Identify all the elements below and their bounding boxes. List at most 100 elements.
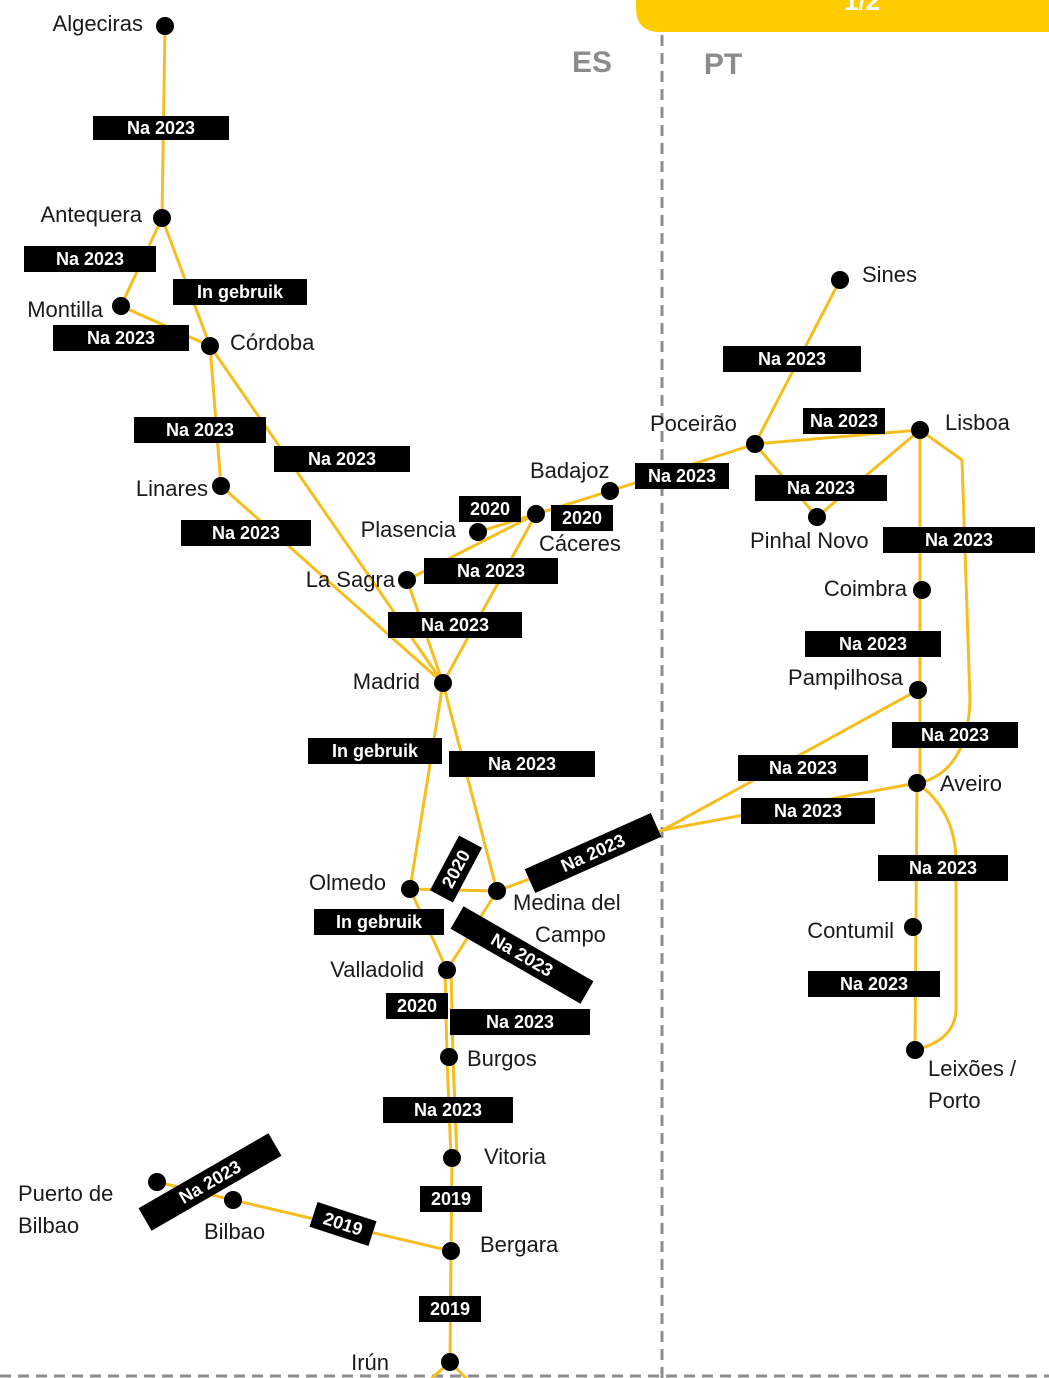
route-status-label-bg [134, 417, 266, 443]
station-pampilhosa: Pampilhosa [788, 665, 927, 699]
station-label: Córdoba [230, 330, 315, 355]
route-pinhalnovo-lisboa [815, 428, 922, 519]
route-status-label-text: Na 2023 [787, 478, 855, 498]
route-status-label: Na 2023 [450, 1009, 590, 1035]
station-label: Poceirão [650, 411, 737, 436]
station-label: Madrid [353, 669, 420, 694]
station-label: Irún [351, 1350, 389, 1375]
station-dot [438, 961, 456, 979]
route-status-label-bg [419, 1296, 481, 1322]
route-status-label: Na 2023 [450, 906, 594, 1004]
route-status-label-text: Na 2023 [758, 349, 826, 369]
station-la-sagra: La Sagra [306, 567, 416, 592]
route-status-label-bg [383, 1097, 513, 1123]
route-caceres-madrid [441, 512, 538, 685]
station-dot [601, 482, 619, 500]
station-poceirao: Poceirão [650, 411, 764, 453]
route-status-label: Na 2023 [449, 751, 595, 777]
station-contumil: Contumil [807, 918, 922, 943]
route-status-label-text: Na 2023 [308, 449, 376, 469]
route-status-label: 2020 [429, 835, 483, 903]
station-dot [212, 477, 230, 495]
route-status-label-bg [741, 798, 875, 824]
route-status-label-bg [883, 527, 1035, 553]
station-aveiro: Aveiro [908, 771, 1002, 796]
station-dot [906, 1041, 924, 1059]
route-status-label-text: In gebruik [332, 741, 419, 761]
route-status-label-text: 2019 [430, 1299, 470, 1319]
route-status-label-bg [738, 755, 868, 781]
region-es-label: ES [572, 46, 612, 79]
route-status-label-text: Na 2023 [769, 758, 837, 778]
route-status-label-bg [524, 813, 662, 893]
route-status-label: Na 2023 [803, 408, 885, 434]
route-status-label: Na 2023 [274, 446, 410, 472]
route-madrid-medina [441, 681, 499, 893]
route-status-label: In gebruik [314, 909, 444, 935]
station-dot [401, 880, 419, 898]
route-plasencia-caceres [476, 512, 538, 534]
route-status-label-bg [803, 408, 885, 434]
station-dot [488, 882, 506, 900]
route-status-label-bg [138, 1133, 282, 1231]
station-linares: Linares [136, 476, 230, 501]
route-status-label: 2020 [386, 993, 448, 1019]
stations: AlgecirasAntequeraMontillaCórdobaLinares… [18, 11, 1017, 1375]
route-aveiro-leixoes-alt [913, 781, 958, 1052]
station-dot [911, 421, 929, 439]
route-status-label-bg [805, 631, 941, 657]
route-status-label: Na 2023 [388, 612, 522, 638]
route-status-label: Na 2023 [383, 1097, 513, 1123]
route-status-label: Na 2023 [738, 755, 868, 781]
station-label: Pinhal Novo [750, 528, 869, 553]
route-madrid-olmedo [408, 681, 445, 891]
station-label: Sines [862, 262, 917, 287]
station-algeciras: Algeciras [53, 11, 174, 36]
route-status-label-text: Na 2023 [87, 328, 155, 348]
route-status-label-text: Na 2023 [488, 754, 556, 774]
route-status-label-text: 2020 [470, 499, 510, 519]
station-dot [156, 17, 174, 35]
route-status-label-bg [53, 325, 189, 351]
route-status-label-bg [723, 346, 861, 372]
route-status-label: Na 2023 [53, 325, 189, 351]
route-status-label-bg [635, 463, 729, 489]
route-caceres-badajoz [534, 489, 612, 516]
station-bergara: Bergara [442, 1232, 559, 1260]
station-irun: Irún [351, 1350, 459, 1375]
station-label: Burgos [467, 1046, 537, 1071]
route-status-label: 2019 [309, 1202, 377, 1246]
route-status-label: 2020 [551, 505, 613, 531]
station-pinhal-novo: Pinhal Novo [750, 508, 869, 553]
station-dot [909, 681, 927, 699]
route-status-label-bg [274, 446, 410, 472]
station-label: Bilbao [204, 1219, 265, 1244]
route-status-label-bg [459, 496, 521, 522]
route-cordoba-linares [208, 344, 223, 488]
routes [119, 24, 972, 1378]
route-status-label-text: Na 2023 [840, 974, 908, 994]
station-dot [112, 297, 130, 315]
station-label: Bergara [480, 1232, 559, 1257]
station-olmedo: Olmedo [309, 870, 419, 898]
route-status-label: 2020 [459, 496, 521, 522]
route-status-label: Na 2023 [878, 855, 1008, 881]
route-status-label: Na 2023 [808, 971, 940, 997]
route-status-label-bg [309, 1202, 377, 1246]
route-status-label-bg [892, 722, 1018, 748]
station-label: Vitoria [484, 1144, 547, 1169]
route-status-label-bg [173, 279, 307, 305]
station-dot [201, 337, 219, 355]
route-status-label-text: In gebruik [336, 912, 423, 932]
route-status-label: Na 2023 [741, 798, 875, 824]
station-label: Aveiro [940, 771, 1002, 796]
route-status-label: Na 2023 [181, 520, 311, 546]
station-label: Linares [136, 476, 208, 501]
route-status-label-bg [181, 520, 311, 546]
route-status-label-text: Na 2023 [421, 615, 489, 635]
station-label: Lisboa [945, 410, 1011, 435]
